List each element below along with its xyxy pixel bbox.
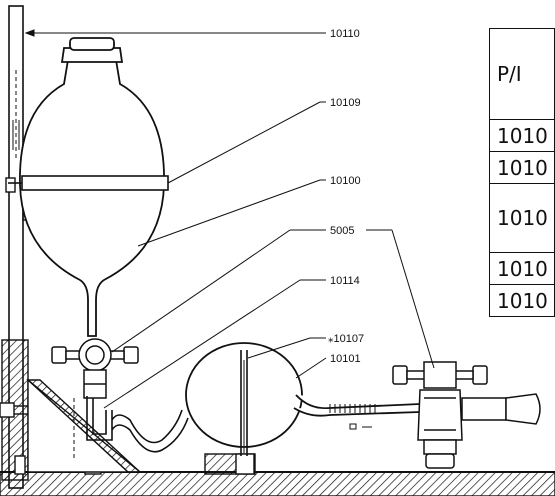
parts-table-cell: 1010 [489, 284, 555, 317]
reservoir-flask [19, 37, 165, 337]
graduated-scale [329, 404, 376, 430]
callout-10114: 10114 [330, 275, 360, 287]
parts-table: P/I 1010 1010 1010 1010 1010 [489, 28, 555, 317]
parts-table-cell: 1010 [489, 151, 555, 184]
parts-table-cell: 1010 [489, 252, 555, 285]
clamp-band [8, 175, 169, 191]
base-plate [0, 453, 555, 496]
inner-tube [240, 350, 248, 456]
leader-lines [24, 29, 435, 409]
callout-10100: 10100 [330, 175, 361, 187]
parts-table-cell: 1010 [489, 183, 555, 253]
diagonal-brace [26, 378, 142, 473]
callout-10110: 10110 [330, 28, 360, 40]
flask-stopcock [51, 338, 139, 399]
parts-table-header: P/I [489, 28, 555, 120]
delivery-tube [73, 396, 189, 460]
callout-10109: 10109 [330, 97, 361, 109]
callout-10107: ⁎10107 [328, 333, 364, 345]
bulb-vessel [185, 342, 421, 448]
callout-5005: 5005 [330, 225, 354, 237]
callout-10101: 10101 [330, 353, 361, 365]
outlet-stopcock [392, 361, 541, 469]
parts-table-cell: 1010 [489, 119, 555, 152]
